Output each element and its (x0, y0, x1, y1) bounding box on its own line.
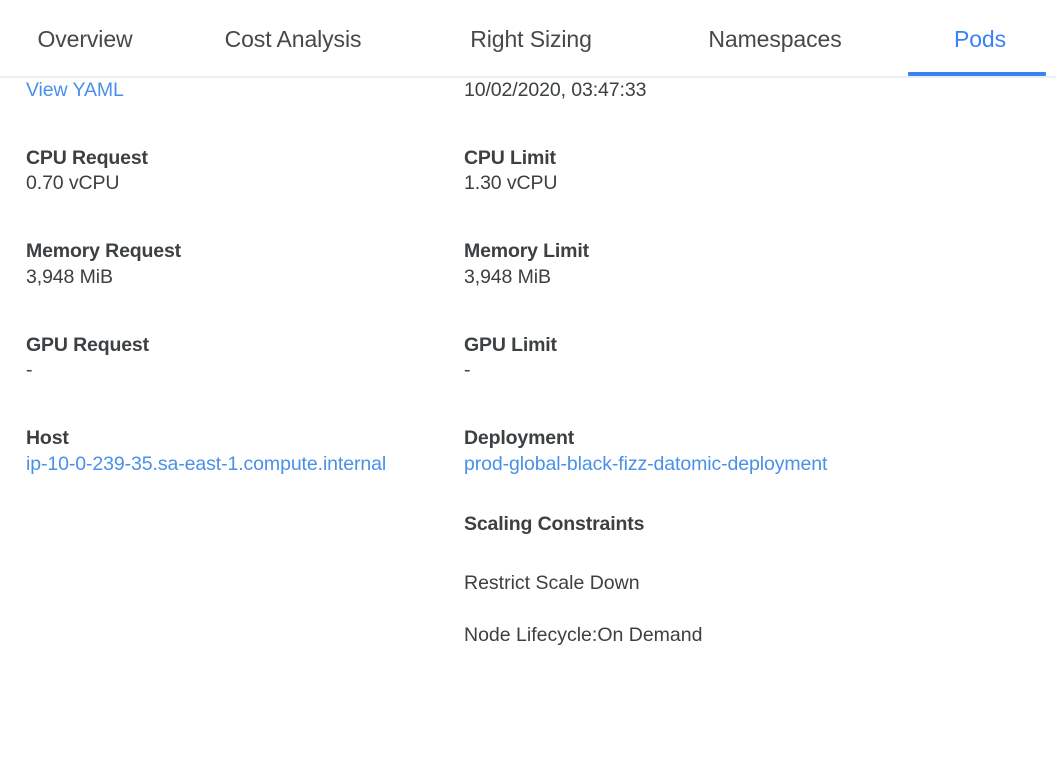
host-field: Host ip-10-0-239-35.sa-east-1.compute.in… (26, 426, 446, 477)
spacer (464, 205, 894, 239)
tab-list: Overview Cost Analysis Right Sizing Name… (0, 0, 1056, 78)
host-link[interactable]: ip-10-0-239-35.sa-east-1.compute.interna… (26, 452, 387, 475)
scaling-constraint-item-1: Node Lifecycle:On Demand (464, 624, 703, 647)
spacer (26, 299, 446, 333)
tab-cost-analysis[interactable]: Cost Analysis (170, 0, 416, 78)
pod-detail-panel: View YAML CPU Request 0.70 vCPU Memory R… (0, 78, 1056, 758)
memory-limit-value: 3,948 MiB (464, 265, 551, 288)
timestamp-value: 10/02/2020, 03:47:33 (464, 79, 647, 101)
active-tab-indicator (908, 72, 1046, 76)
tab-right-sizing-label: Right Sizing (470, 25, 592, 52)
scaling-constraints-field: Scaling Constraints (464, 512, 894, 538)
spacer (26, 205, 446, 239)
spacer (464, 597, 894, 623)
scaling-constraint-item-0: Restrict Scale Down (464, 572, 640, 595)
detail-left-column: View YAML CPU Request 0.70 vCPU Memory R… (26, 78, 446, 486)
cpu-request-label: CPU Request (26, 146, 148, 169)
gpu-request-label: GPU Request (26, 333, 149, 356)
view-yaml-field: View YAML (26, 78, 446, 104)
deployment-label: Deployment (464, 427, 575, 450)
spacer (464, 392, 894, 426)
gpu-limit-value: - (464, 359, 471, 382)
tab-namespaces-label: Namespaces (708, 25, 842, 52)
cpu-limit-value: 1.30 vCPU (464, 172, 558, 195)
memory-request-field: Memory Request 3,948 MiB (26, 239, 446, 290)
cpu-request-field: CPU Request 0.70 vCPU (26, 146, 446, 197)
tab-bar-divider (0, 76, 1056, 78)
detail-right-column: 10/02/2020, 03:47:33 CPU Limit 1.30 vCPU… (464, 78, 894, 649)
tab-overview[interactable]: Overview (0, 0, 170, 78)
gpu-request-value: - (26, 359, 33, 382)
cpu-limit-field: CPU Limit 1.30 vCPU (464, 146, 894, 197)
deployment-field: Deployment prod-global-black-fizz-datomi… (464, 426, 894, 477)
spacer (26, 112, 446, 146)
cpu-request-value: 0.70 vCPU (26, 172, 120, 195)
spacer (26, 392, 446, 426)
timestamp-field: 10/02/2020, 03:47:33 (464, 78, 894, 104)
cpu-limit-label: CPU Limit (464, 146, 556, 169)
tab-pods[interactable]: Pods (904, 0, 1056, 78)
gpu-limit-field: GPU Limit - (464, 333, 894, 384)
tab-pods-label: Pods (953, 25, 1007, 52)
spacer (464, 112, 894, 146)
spacer (464, 299, 894, 333)
spacer (464, 545, 894, 571)
tab-overview-label: Overview (37, 25, 133, 52)
gpu-request-field: GPU Request - (26, 333, 446, 384)
spacer (464, 486, 894, 512)
tab-bar: Overview Cost Analysis Right Sizing Name… (0, 0, 1056, 78)
deployment-link[interactable]: prod-global-black-fizz-datomic-deploymen… (464, 452, 828, 475)
memory-request-value: 3,948 MiB (26, 265, 113, 288)
gpu-limit-label: GPU Limit (464, 333, 557, 356)
memory-request-label: Memory Request (26, 240, 182, 263)
memory-limit-label: Memory Limit (464, 240, 589, 263)
tab-namespaces[interactable]: Namespaces (646, 0, 904, 78)
tab-cost-analysis-label: Cost Analysis (224, 25, 362, 52)
scaling-constraints-label: Scaling Constraints (464, 512, 645, 535)
host-label: Host (26, 427, 69, 450)
tab-right-sizing[interactable]: Right Sizing (416, 0, 646, 78)
view-yaml-link[interactable]: View YAML (26, 79, 124, 101)
memory-limit-field: Memory Limit 3,948 MiB (464, 239, 894, 290)
